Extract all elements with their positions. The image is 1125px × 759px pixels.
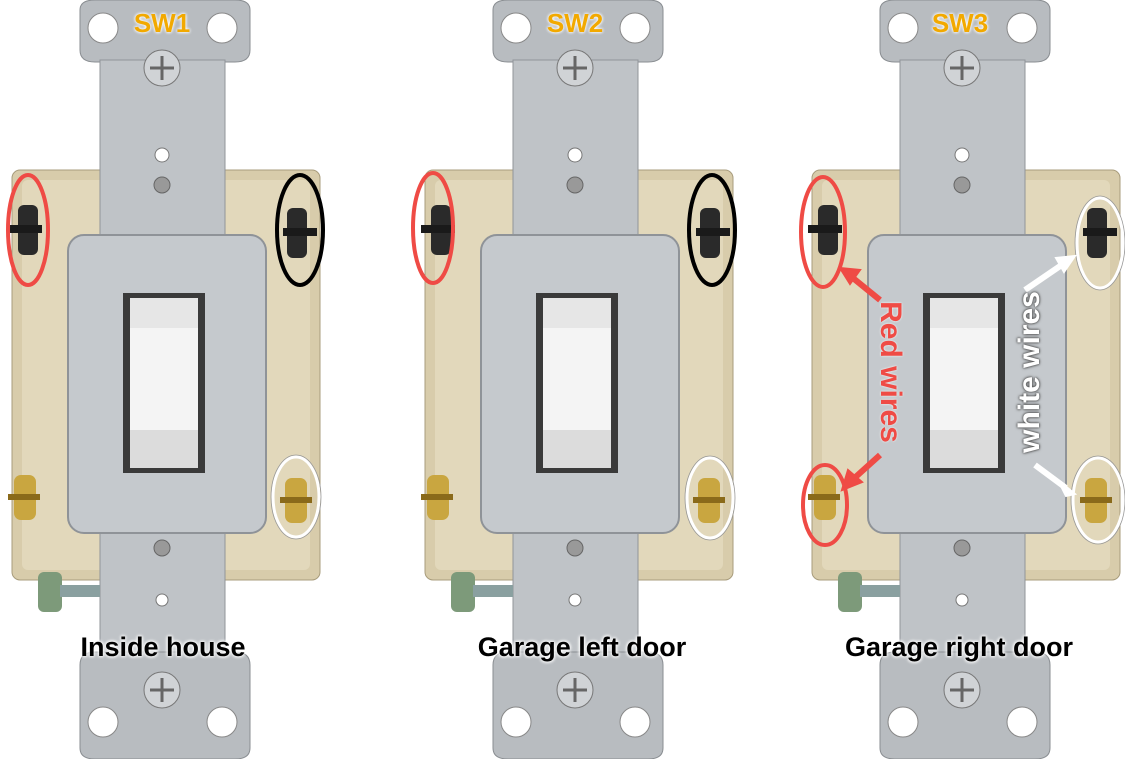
white-arrows xyxy=(1023,254,1078,498)
red-arrows xyxy=(838,266,883,492)
red-wires-label: Red wires xyxy=(874,301,907,443)
sw2-title: SW2 xyxy=(546,8,604,38)
sw2-location-label: Garage left door xyxy=(477,632,687,662)
sw3-red-circle-top xyxy=(799,175,847,289)
sw1-white-circle xyxy=(271,455,321,539)
sw1-red-circle xyxy=(6,173,50,287)
sw1-black-circle xyxy=(275,173,325,287)
sw2-black-circle xyxy=(687,173,737,287)
sw3-title: SW3 xyxy=(931,8,989,38)
sw1-location-label: Inside house xyxy=(80,632,246,662)
sw3-location-label: Garage right door xyxy=(844,632,1074,662)
sw3-red-circle-bottom xyxy=(801,463,849,547)
sw3-white-circle-top xyxy=(1075,196,1125,290)
white-wires-label: white wires xyxy=(1013,291,1046,453)
sw2-white-circle xyxy=(685,456,735,540)
sw1-title: SW1 xyxy=(133,8,191,38)
sw2-red-circle xyxy=(411,171,455,285)
sw3-white-circle-bottom xyxy=(1071,456,1125,544)
